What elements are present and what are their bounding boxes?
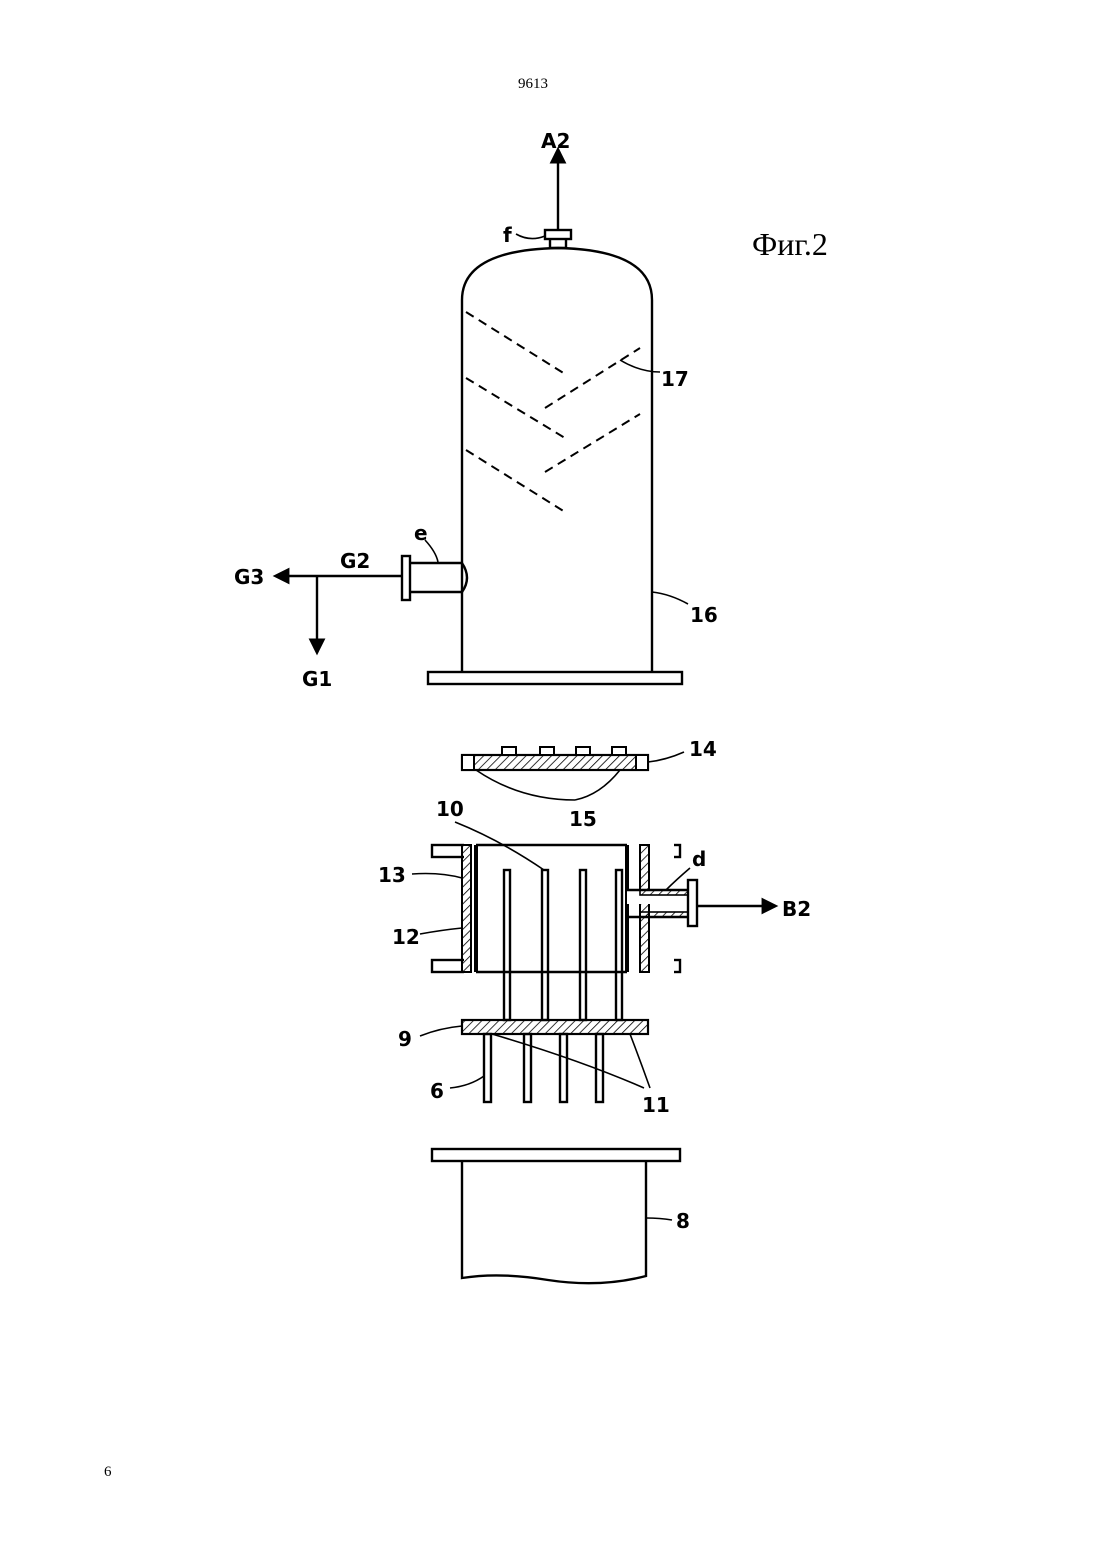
- label-g1: G1: [302, 667, 332, 691]
- tube-6-c: [560, 1034, 567, 1102]
- internals-17: [466, 312, 640, 512]
- label-11: 11: [642, 1093, 670, 1117]
- label-g2: G2: [340, 549, 370, 573]
- nozzle-f: [550, 239, 566, 248]
- outlet-d-flange: [688, 880, 697, 926]
- label-14: 14: [689, 737, 717, 761]
- tube-6-d: [596, 1034, 603, 1102]
- leader-15b: [575, 770, 620, 800]
- leader-8: [646, 1218, 672, 1220]
- leader-9: [420, 1026, 462, 1036]
- tube-sheet-9: [420, 1020, 650, 1102]
- label-8: 8: [676, 1209, 690, 1233]
- leader-14: [648, 752, 684, 762]
- vessel-shell: [462, 248, 652, 672]
- lower-flange: [432, 1149, 680, 1161]
- leader-15a: [476, 770, 575, 800]
- label-b2: B2: [782, 897, 811, 921]
- leader-16: [652, 592, 688, 604]
- label-17: 17: [661, 367, 689, 391]
- label-16: 16: [690, 603, 718, 627]
- lower-vessel-shell: [462, 1161, 646, 1283]
- label-10: 10: [436, 797, 464, 821]
- label-e: e: [414, 521, 428, 545]
- leader-17: [620, 360, 660, 372]
- tube-6-a: [484, 1034, 491, 1102]
- cover-plate-14: [462, 747, 684, 800]
- label-f: f: [503, 223, 512, 247]
- vessel-base-flange: [428, 672, 682, 684]
- label-9: 9: [398, 1027, 412, 1051]
- lower-vessel-8: [432, 1149, 680, 1283]
- nozzle-e-flange: [402, 556, 410, 600]
- label-6: 6: [430, 1079, 444, 1103]
- leader-12: [420, 928, 462, 934]
- nozzle-f-flange: [545, 230, 571, 239]
- label-12: 12: [392, 925, 420, 949]
- label-d: d: [692, 847, 706, 871]
- label-a2: A2: [541, 129, 570, 153]
- separator-vessel: [276, 150, 688, 684]
- label-13: 13: [378, 863, 406, 887]
- leader-11b: [630, 1034, 650, 1088]
- label-g3: G3: [234, 565, 264, 589]
- leader-13: [412, 874, 462, 879]
- leader-f: [516, 234, 545, 239]
- middle-body: [412, 822, 775, 1020]
- leader-6: [450, 1076, 484, 1088]
- label-15: 15: [569, 807, 597, 831]
- nozzle-e: [410, 563, 467, 592]
